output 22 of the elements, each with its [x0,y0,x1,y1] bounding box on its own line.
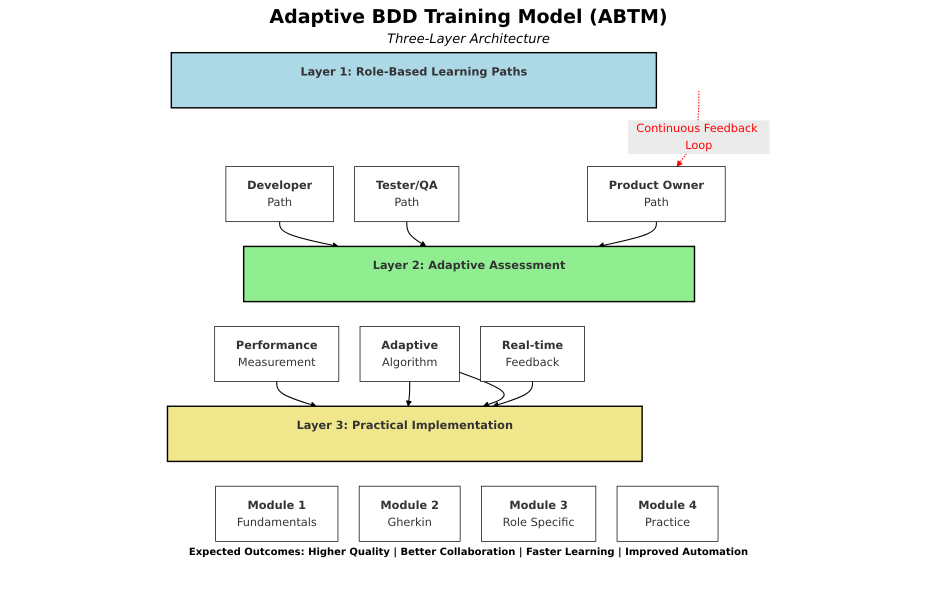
node-box: Adaptive Algorithm [360,326,460,382]
diagram-title: Adaptive BDD Training Model (ABTM) [268,6,669,28]
edge-label: Continuous Feedback Loop [636,122,758,152]
node-box: Performance Measurement [214,326,340,382]
node-box: Layer 1: Role-Based Learning Paths [170,52,658,109]
arrow [406,222,426,247]
arrow [276,382,317,408]
node-box: Real-time Feedback [480,326,585,382]
node-box: Layer 2: Adaptive Assessment [242,246,696,302]
node-box: Module 4 Practice [616,486,718,542]
node-box: Tester/QA Path [354,166,460,222]
node-box: Module 1 Fundamentals [215,486,338,542]
node-box: Developer Path [226,166,334,222]
node-box: Product Owner Path [587,166,726,222]
diagram-subtitle: Three-Layer Architecture [386,32,551,47]
arrow [406,382,412,407]
node-box: Module 2 Gherkin [358,486,461,542]
arrow [492,382,534,408]
arrow [459,372,505,408]
node-box: Module 3 Role Specific [481,486,596,542]
footer-note: Expected Outcomes: Higher Quality | Better Collaboration | Faster Learning | Improved Automation [188,547,750,558]
node-box: Layer 3: Practical Implementation [166,406,643,462]
